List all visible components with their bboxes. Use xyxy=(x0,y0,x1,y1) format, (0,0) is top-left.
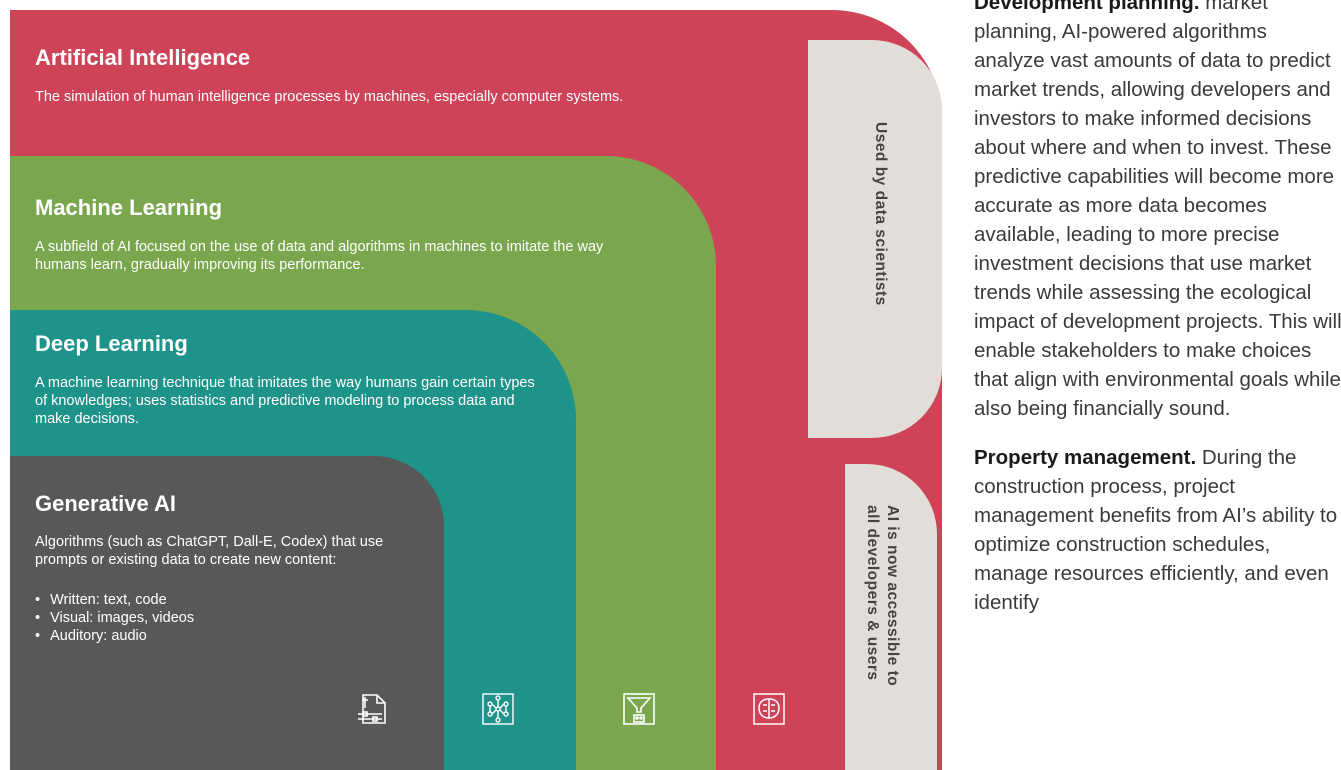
tab-bottom-line2: all developers & users xyxy=(864,505,881,681)
paragraph-property-management: Property management. During the construc… xyxy=(974,443,1341,617)
tab-bottom-line1: AI is now accessible to xyxy=(884,505,901,687)
paragraph-development-planning: Development planning. market planning, A… xyxy=(974,0,1341,423)
para1-lead: Development planning. xyxy=(974,0,1200,14)
generative-ai-description: Algorithms (such as ChatGPT, Dall-E, Cod… xyxy=(35,534,384,568)
ai-title: Artificial Intelligence xyxy=(35,45,251,70)
list-item: Auditory: audio xyxy=(35,627,194,645)
generative-ai-title: Generative AI xyxy=(35,491,177,516)
funnel-robot-icon xyxy=(622,692,656,726)
list-item: Visual: images, videos xyxy=(35,609,194,627)
neural-network-icon xyxy=(481,692,515,726)
brain-circuit-icon xyxy=(752,692,786,726)
para1-body: market planning, AI-powered algorithms a… xyxy=(974,0,1341,420)
generative-ai-list: Written: text, code Visual: images, vide… xyxy=(35,591,194,645)
tab-used-by-data-scientists xyxy=(808,40,942,438)
para2-body: During the construction process, project… xyxy=(974,446,1338,614)
para2-lead: Property management. xyxy=(974,446,1197,469)
ai-description: The simulation of human intelligence pro… xyxy=(35,89,624,105)
article-text: Development planning. market planning, A… xyxy=(974,0,1341,617)
dl-description: A machine learning technique that imitat… xyxy=(35,375,535,427)
document-plan-icon xyxy=(355,692,389,726)
list-item: Written: text, code xyxy=(35,591,194,609)
tab-accessible-to-all xyxy=(845,464,937,770)
tab-bottom-label: AI is now accessible to all developers &… xyxy=(862,505,902,686)
tab-top-label: Used by data scientists xyxy=(872,122,889,306)
dl-title: Deep Learning xyxy=(35,331,188,356)
ml-description: A subfield of AI focused on the use of d… xyxy=(35,239,604,273)
ml-title: Machine Learning xyxy=(35,195,223,220)
